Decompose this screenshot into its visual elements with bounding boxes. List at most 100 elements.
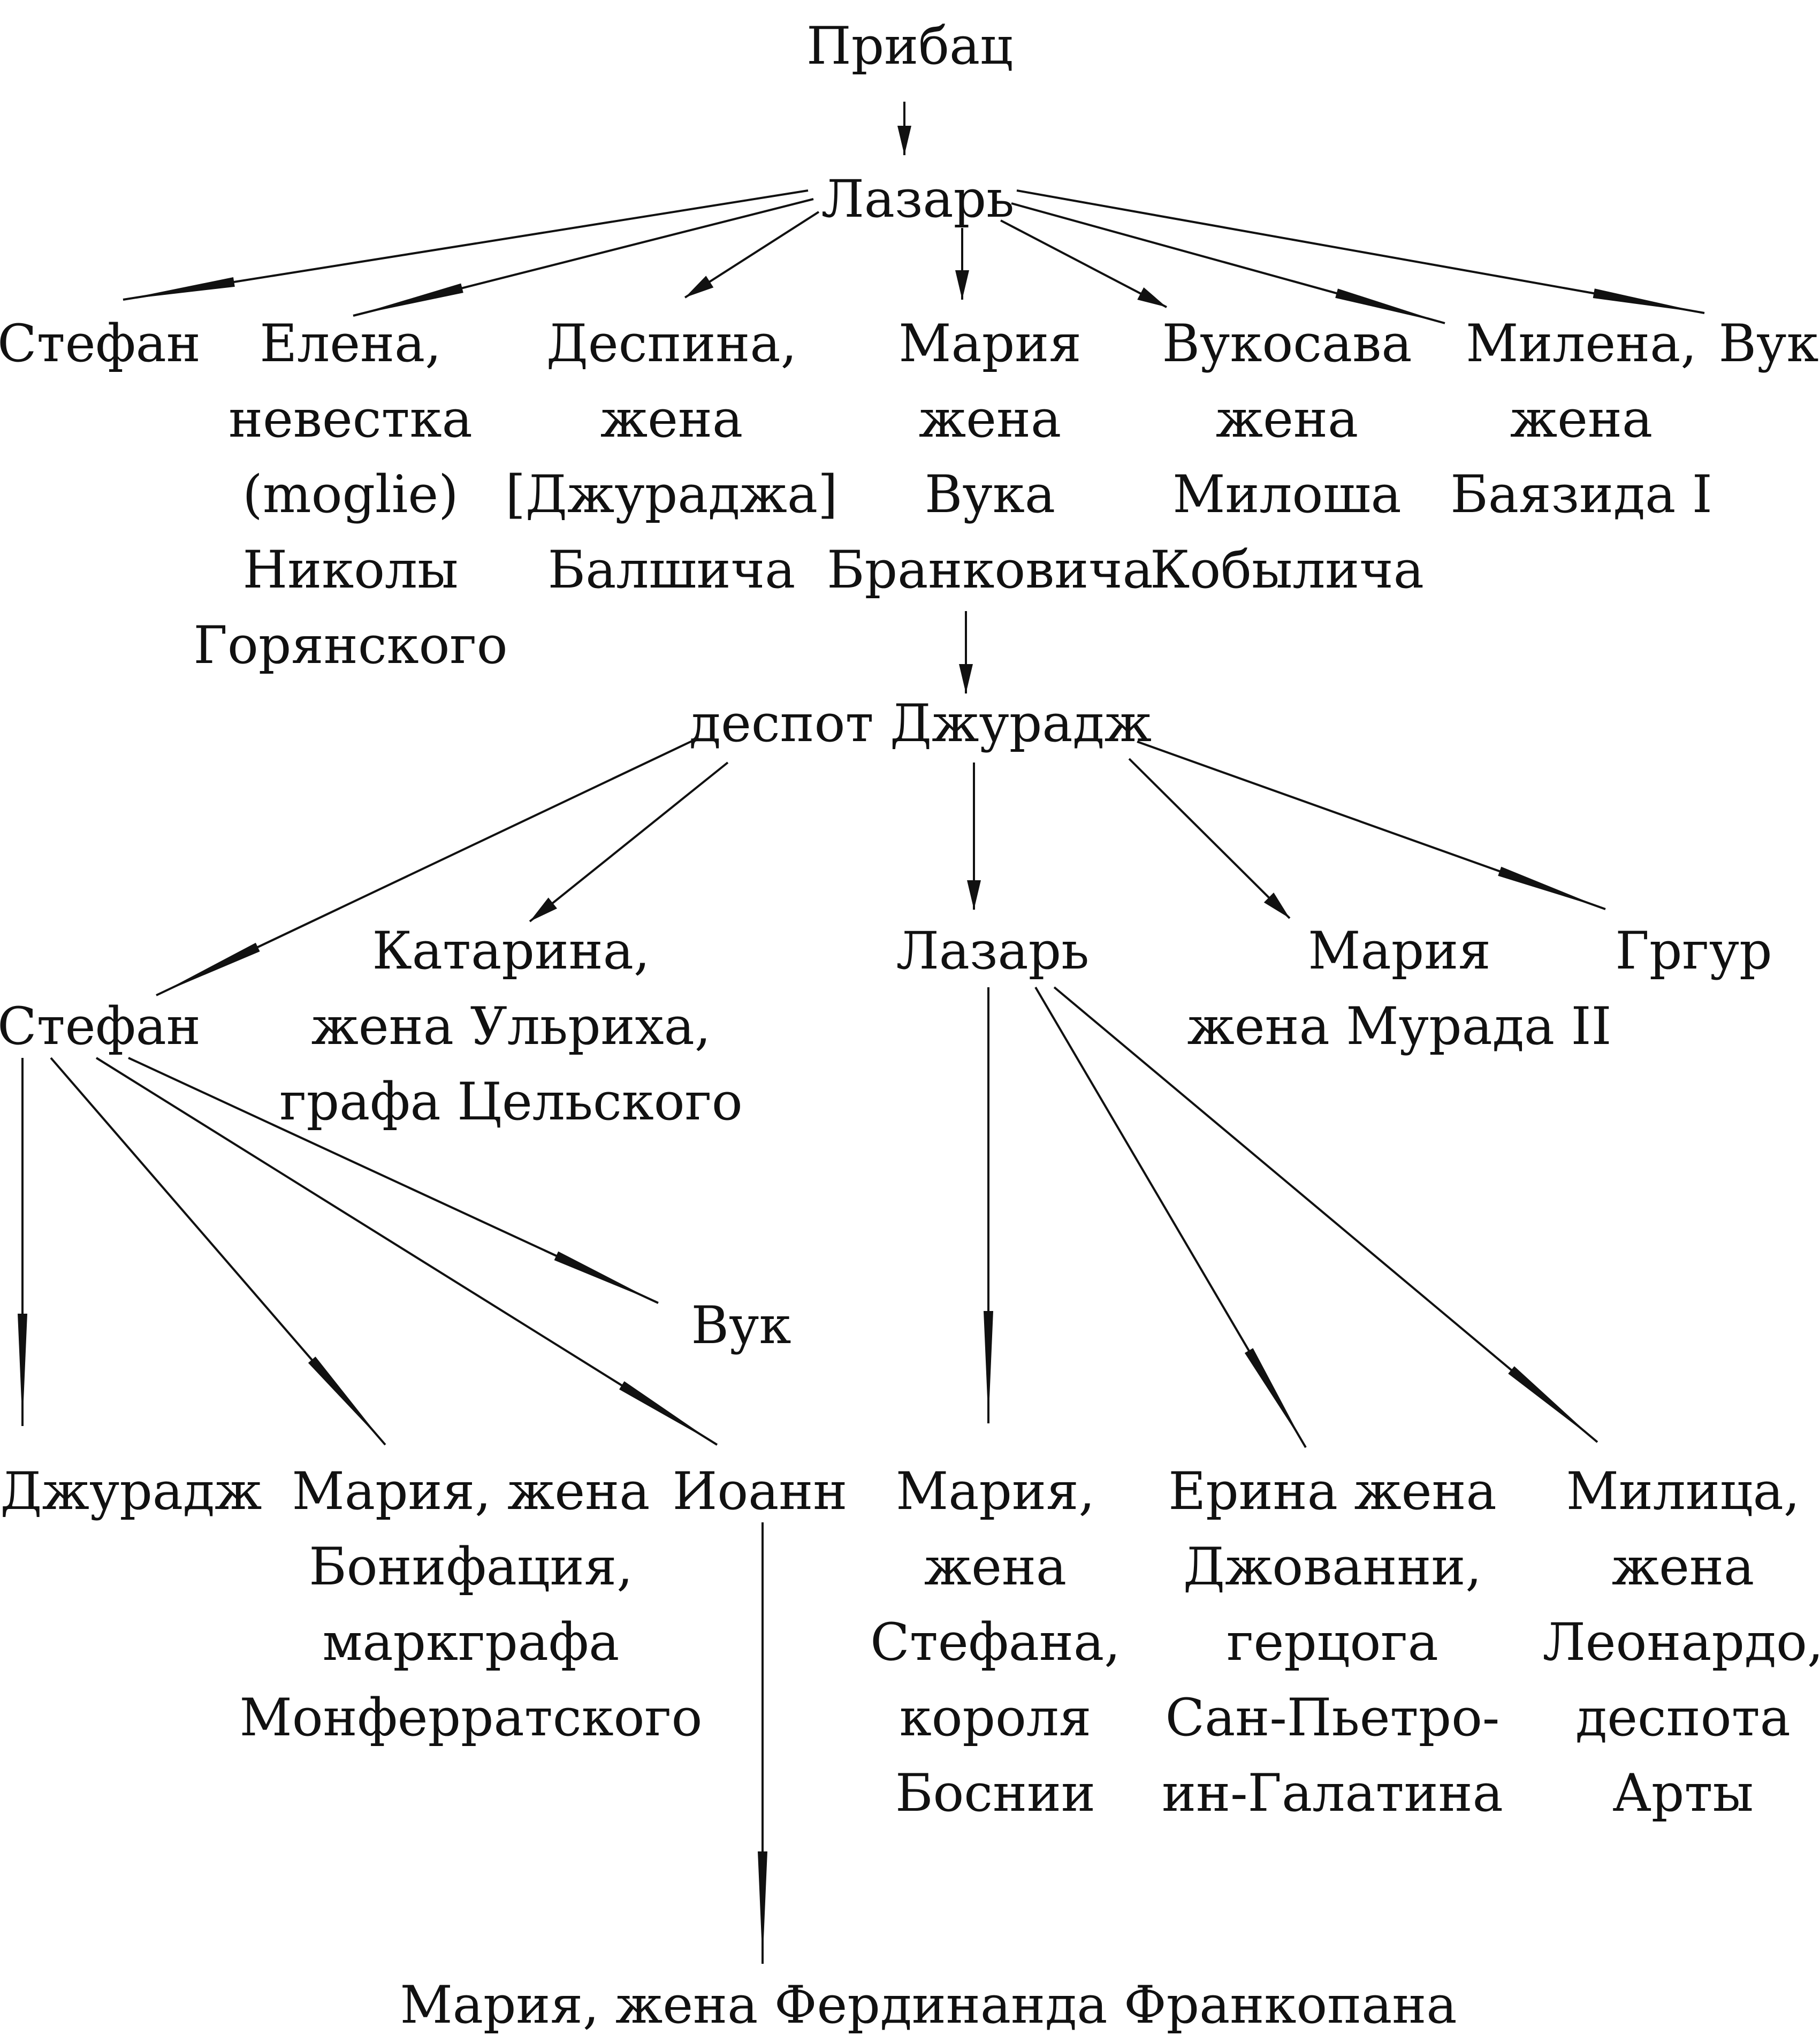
node-milica: Милица, жена Леонардо, деспота Арты <box>1543 1454 1820 1831</box>
node-label: Вук <box>1718 314 1819 373</box>
arrowhead-icon <box>984 1311 993 1423</box>
edge-stefan2-to-ioann <box>95 1057 718 1446</box>
edge-lazar1-to-vuk1 <box>1016 189 1705 314</box>
node-label: Милена, <box>1466 314 1697 373</box>
node-milena: Милена, жена Баязида I <box>1450 306 1712 532</box>
edge-stefan2-to-vuk2 <box>128 1057 659 1304</box>
node-katarina: Катарина, жена Ульриха, графа Цельского <box>279 913 742 1140</box>
node-maria-brankovic: Мария жена Вука Бранковича <box>827 306 1153 608</box>
node-label: (moglie) <box>242 464 459 524</box>
node-label: жена <box>1215 389 1359 449</box>
node-lazar: Лазарь <box>821 162 1015 237</box>
node-grgur: Гргур <box>1615 913 1772 989</box>
node-label: ин-Галатина <box>1162 1763 1503 1823</box>
edge-djuradj-to-grgur <box>1137 741 1606 910</box>
node-label: герцога <box>1227 1612 1438 1672</box>
node-label: Лазарь <box>896 921 1090 981</box>
node-stefan: Стефан <box>0 306 201 382</box>
arrowhead-icon <box>955 270 969 300</box>
node-label: Стефан <box>0 996 201 1056</box>
arrowhead-icon <box>1508 1366 1597 1442</box>
edge-lazar2-to-maria4 <box>984 987 993 1423</box>
node-label: Горянского <box>193 615 508 675</box>
node-stefan-blind: Стефан <box>0 989 201 1064</box>
arrowhead-icon <box>530 897 558 921</box>
arrowhead-icon <box>685 276 714 298</box>
node-label: Лазарь <box>821 169 1015 229</box>
edge-djuradj-to-maria2 <box>1128 758 1291 919</box>
edge-djuradj-to-stefan2 <box>156 740 694 996</box>
node-label: короля <box>899 1688 1092 1748</box>
node-label: Джованни, <box>1183 1537 1482 1597</box>
node-label: Вукосава <box>1162 314 1412 373</box>
edge-stefan2-to-maria3 <box>50 1057 386 1446</box>
node-label: Леонардо, <box>1542 1612 1820 1672</box>
arrowhead-icon <box>1498 866 1605 909</box>
edge-lazar1-to-vukosava <box>1000 219 1167 308</box>
arrowhead-icon <box>123 277 235 300</box>
arrowhead-icon <box>308 1356 385 1445</box>
arrowhead-icon <box>18 1314 27 1426</box>
edge-lazar2-to-erina <box>1034 986 1307 1449</box>
node-vuk: Вук <box>1718 306 1818 382</box>
arrowhead-icon <box>1593 288 1704 313</box>
node-label: невестка <box>229 389 473 449</box>
node-label: жена <box>600 389 743 449</box>
edge-lazar1-to-elena <box>353 198 814 317</box>
node-vukosava: Вукосава жена Милоша Кобылича <box>1150 306 1424 608</box>
node-label: Джурадж <box>0 1461 262 1521</box>
node-label: Мария, <box>895 1461 1095 1521</box>
edge-lazar2-to-milica <box>1053 986 1598 1443</box>
node-label: жена <box>1510 389 1653 449</box>
arrowhead-icon <box>897 126 911 155</box>
node-label: Балшича <box>547 540 796 600</box>
arrowhead-icon <box>967 880 981 910</box>
edge-lazar1-to-milena <box>1011 202 1445 324</box>
edge-line <box>123 189 809 301</box>
node-elena: Елена, невестка (moglie) Николы Горянско… <box>193 306 507 683</box>
node-label: Бранковича <box>827 540 1153 600</box>
node-label: графа Цельского <box>279 1072 743 1132</box>
node-label: Деспина, <box>546 314 797 373</box>
arrowhead-icon <box>1335 288 1445 323</box>
arrowhead-icon <box>554 1251 658 1303</box>
node-despot-djuradj: деспот Джурадж <box>689 686 1152 761</box>
node-label: Боснии <box>895 1763 1096 1823</box>
edge-line <box>1053 986 1598 1443</box>
node-label: Бонифация, <box>309 1537 633 1597</box>
edge-line <box>1128 758 1291 919</box>
node-label: Монферратского <box>239 1688 703 1748</box>
node-label: Баязида I <box>1450 464 1712 524</box>
arrowhead-icon <box>959 664 973 693</box>
edge-lazar1-to-stefan1 <box>123 189 809 301</box>
arrowhead-icon <box>156 942 260 995</box>
node-label: жена <box>1611 1537 1755 1597</box>
node-label: Иоанн <box>672 1461 848 1521</box>
node-label: Милица, <box>1566 1461 1800 1521</box>
node-label: Арты <box>1612 1763 1754 1823</box>
edge-line <box>529 761 729 923</box>
arrowhead-icon <box>1244 1348 1306 1447</box>
edge-ioann-to-maria5 <box>758 1522 767 1964</box>
node-label: Милоша <box>1172 464 1402 524</box>
node-label: Сан-Пьетро- <box>1165 1688 1500 1748</box>
node-label: деспот Джурадж <box>689 693 1152 753</box>
edge-lazar1-to-maria1 <box>955 228 969 300</box>
node-maria-bonifacio: Мария, жена Бонифация, маркграфа Монферр… <box>240 1454 703 1756</box>
node-maria-bosnia: Мария, жена Стефана, короля Боснии <box>870 1454 1120 1831</box>
node-label: Прибац <box>806 16 1013 76</box>
node-erina: Ерина жена Джованни, герцога Сан-Пьетро-… <box>1162 1454 1503 1831</box>
arrowhead-icon <box>619 1381 717 1445</box>
edge-line <box>1016 189 1705 314</box>
node-ioann: Иоанн <box>673 1454 848 1529</box>
arrowhead-icon <box>353 283 463 316</box>
node-vuk-son: Вук <box>691 1288 791 1363</box>
node-label: деспота <box>1575 1688 1791 1748</box>
node-label: Николы <box>242 540 459 600</box>
node-label: Мария, жена Фердинанда Франкопана <box>400 1975 1457 2035</box>
node-label: жена Мурада II <box>1187 996 1612 1056</box>
node-label: жена <box>924 1537 1067 1597</box>
node-label: Катарина, <box>372 921 650 981</box>
